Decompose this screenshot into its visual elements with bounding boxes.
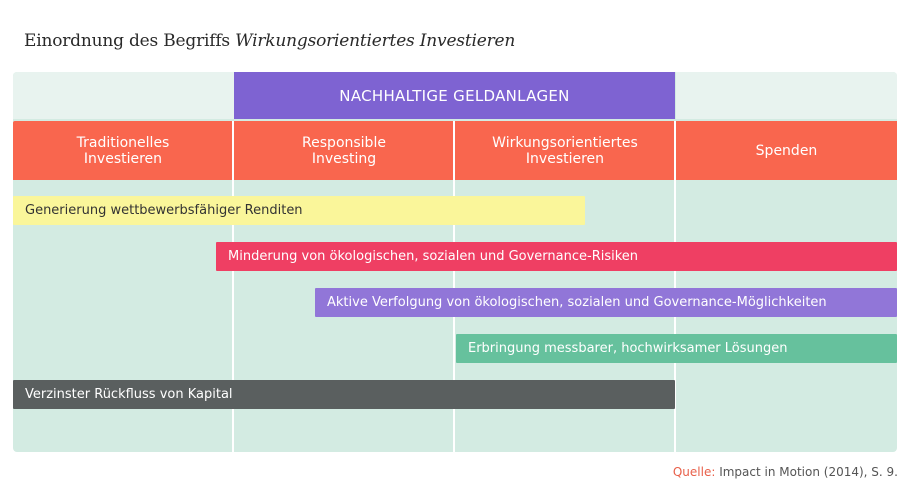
band-opportunities: Aktive Verfolgung von ökologischen, sozi… <box>315 288 897 317</box>
source-label: Quelle: <box>672 465 716 479</box>
band-risk-mitigation: Minderung von ökologischen, sozialen und… <box>216 242 897 271</box>
band-label: Minderung von ökologischen, sozialen und… <box>228 249 639 264</box>
panel-top-right-blank <box>676 72 897 119</box>
column-divider-2 <box>453 121 455 452</box>
band-capital-return: Verzinster Rückfluss von Kapital <box>13 380 675 409</box>
column-header-impact: Wirkungsorientiertes Investieren <box>455 121 675 180</box>
band-competitive-returns: Generierung wettbewerbsfähiger Renditen <box>13 196 585 225</box>
column-header-donations: Spenden <box>676 121 897 180</box>
column-divider-3 <box>674 121 676 452</box>
column-divider-1 <box>232 121 234 452</box>
sustainable-investments-header: NACHHALTIGE GELDANLAGEN <box>234 72 675 119</box>
band-label: Generierung wettbewerbsfähiger Renditen <box>25 203 303 218</box>
column-header-responsible: Responsible Investing <box>234 121 454 180</box>
band-label: Verzinster Rückfluss von Kapital <box>25 387 233 402</box>
band-measurable-solutions: Erbringung messbarer, hochwirksamer Lösu… <box>456 334 897 363</box>
title-emphasis: Wirkungsorientiertes Investieren <box>235 31 516 51</box>
chart-title: Einordnung des Begriffs Wirkungsorientie… <box>24 31 515 51</box>
title-prefix: Einordnung des Begriffs <box>24 31 236 51</box>
source-text: Impact in Motion (2014), S. 9. <box>715 465 898 479</box>
band-label: Erbringung messbarer, hochwirksamer Lösu… <box>468 341 788 356</box>
panel-top-left-blank <box>13 72 234 119</box>
column-header-traditional: Traditionelles Investieren <box>13 121 233 180</box>
band-label: Aktive Verfolgung von ökologischen, sozi… <box>327 295 827 310</box>
source-note: Quelle: Impact in Motion (2014), S. 9. <box>673 465 898 479</box>
